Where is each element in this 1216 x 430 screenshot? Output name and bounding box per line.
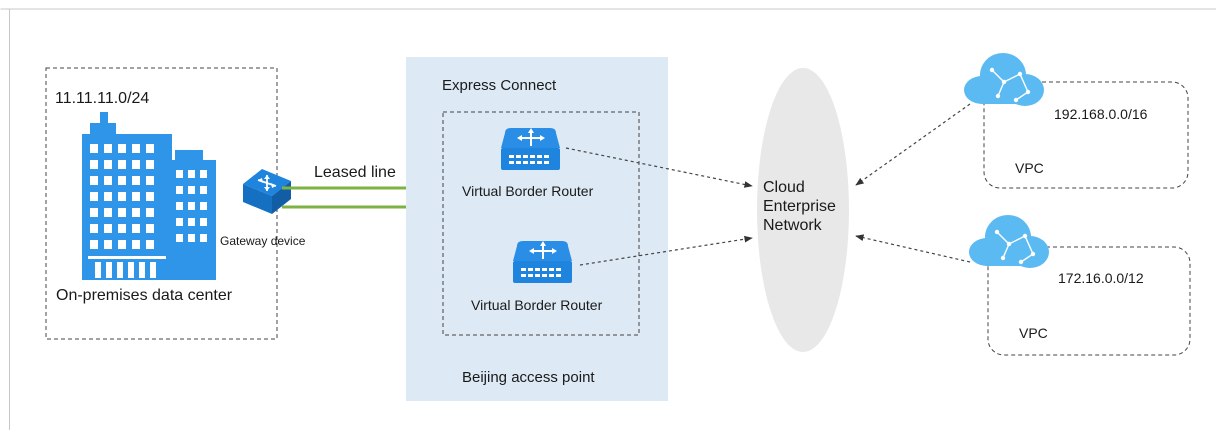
cloud-icon bbox=[969, 215, 1049, 268]
arrow-vpc1-to-cen bbox=[855, 103, 971, 186]
express-connect-title: Express Connect bbox=[442, 77, 557, 94]
cloud-icon bbox=[964, 53, 1044, 106]
access-point-label: Beijing access point bbox=[462, 369, 595, 386]
arrow-router1-to-cen bbox=[565, 147, 753, 188]
datacenter-cidr: 11.11.11.0/24 bbox=[55, 90, 150, 107]
arrow-router2-to-cen bbox=[579, 235, 753, 266]
office-building-icon bbox=[82, 112, 216, 280]
vpc-cidr-1: 192.168.0.0/16 bbox=[1054, 106, 1148, 122]
cen-ellipse bbox=[757, 68, 849, 352]
router-icon bbox=[513, 241, 572, 283]
express-connect-region bbox=[406, 57, 668, 401]
cen-label-line2: Enterprise bbox=[763, 198, 836, 215]
vpc-label-1: VPC bbox=[1015, 160, 1044, 176]
cen-label-line1: Cloud bbox=[763, 179, 805, 196]
vpc-box-1 bbox=[983, 81, 1189, 189]
router-group-box bbox=[442, 111, 640, 336]
leased-line bbox=[282, 186, 406, 209]
gateway-label: Gateway device bbox=[220, 234, 306, 248]
leased-line-label: Leased line bbox=[314, 164, 396, 181]
datacenter-name: On-premises data center bbox=[56, 287, 233, 304]
vpc-cidr-2: 172.16.0.0/12 bbox=[1058, 270, 1144, 286]
router-label-2: Virtual Border Router bbox=[471, 297, 603, 313]
arrow-vpc2-to-cen bbox=[855, 234, 971, 263]
router-icon bbox=[501, 128, 560, 170]
vpc-box-2 bbox=[987, 246, 1191, 356]
router-label-1: Virtual Border Router bbox=[462, 183, 594, 199]
cen-label-line3: Network bbox=[763, 217, 822, 234]
vpc-label-2: VPC bbox=[1019, 325, 1048, 341]
